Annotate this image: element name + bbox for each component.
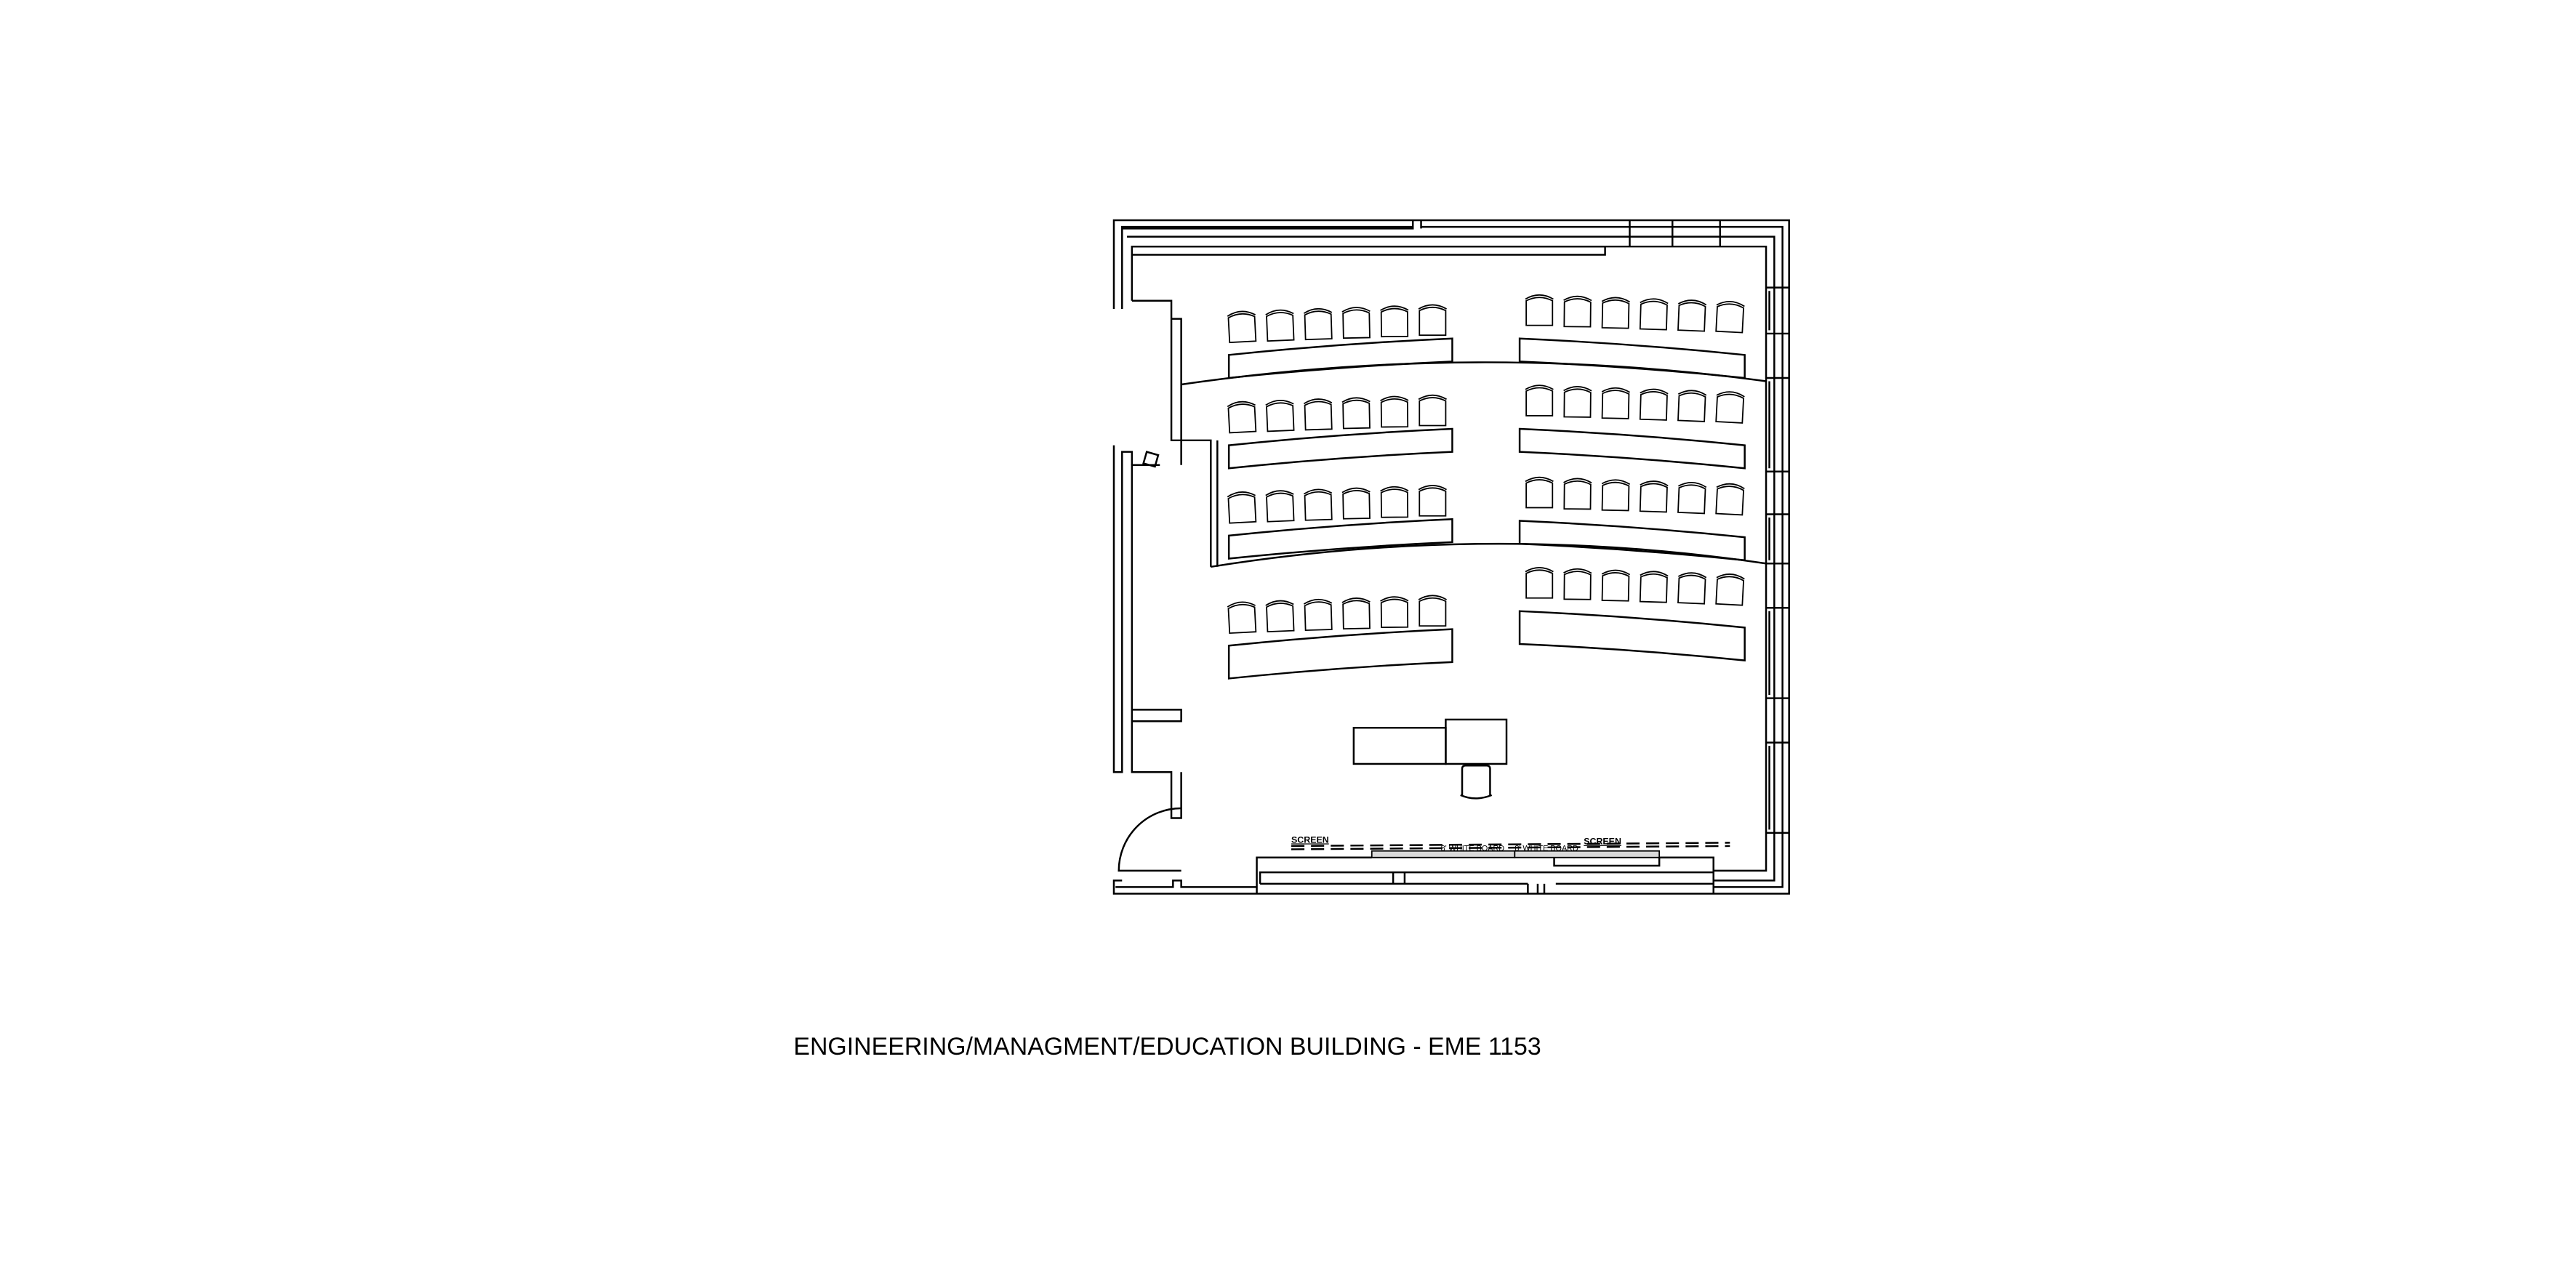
chair: [1265, 490, 1295, 523]
student-desks: [1227, 337, 1746, 680]
chair: [1563, 478, 1592, 510]
desk: [1227, 427, 1453, 470]
chair: [1715, 391, 1745, 424]
desk: [1227, 337, 1453, 379]
chair: [1341, 487, 1371, 520]
chair: [1227, 310, 1257, 344]
chair: [1418, 394, 1448, 427]
chair: [1380, 596, 1409, 629]
chair: [1601, 569, 1631, 602]
chair: [1227, 401, 1257, 434]
desk: [1518, 610, 1746, 661]
chair: [1525, 567, 1554, 599]
chair: [1601, 479, 1631, 512]
whiteboard-label-right: 8' WHITE BOARD: [1514, 845, 1578, 853]
chair: [1639, 480, 1669, 513]
desk: [1518, 520, 1746, 562]
walls: [1112, 219, 1790, 895]
desk: [1518, 337, 1746, 379]
chair: [1525, 294, 1554, 326]
chair: [1639, 571, 1669, 603]
chair: [1265, 400, 1295, 432]
instructor-podium: [1445, 718, 1508, 765]
chair: [1677, 482, 1707, 515]
chair: [1563, 568, 1592, 600]
chair: [1525, 385, 1554, 416]
chair: [1677, 299, 1707, 332]
chair: [1418, 595, 1448, 627]
instructor-desk: [1352, 726, 1447, 765]
chair: [1380, 305, 1409, 338]
chair: [1303, 307, 1333, 341]
chair: [1227, 601, 1257, 635]
chair: [1303, 598, 1333, 632]
chair: [1227, 491, 1257, 524]
chair: [1563, 386, 1592, 418]
front-wall-fixtures: SCREEN SCREEN 8' WHITE BOARD 8' WHITE BO…: [1291, 834, 1730, 858]
instructor-station: [1352, 718, 1508, 800]
chair: [1303, 398, 1333, 431]
chair: [1601, 297, 1631, 329]
desk: [1518, 427, 1746, 470]
chair: [1380, 486, 1409, 518]
chair: [1677, 572, 1707, 605]
chair: [1265, 600, 1295, 633]
chair: [1563, 295, 1592, 328]
chair: [1418, 485, 1448, 517]
desk: [1227, 628, 1453, 680]
instructor-chair: [1460, 764, 1493, 800]
chair: [1715, 483, 1745, 516]
screen-line: [1291, 842, 1730, 850]
chair: [1380, 395, 1409, 428]
chair: [1715, 573, 1745, 606]
chair: [1639, 298, 1669, 331]
whiteboard-right: [1514, 850, 1661, 858]
student-chairs: [1227, 294, 1745, 635]
chair: [1341, 307, 1371, 339]
chair: [1639, 388, 1669, 421]
plan-title: ENGINEERING/MANAGMENT/EDUCATION BUILDING…: [793, 1033, 1541, 1060]
screen-label-right: SCREEN: [1584, 837, 1621, 847]
chair: [1677, 390, 1707, 422]
chair: [1265, 309, 1295, 342]
chair: [1341, 597, 1371, 630]
chair: [1525, 476, 1554, 509]
chair: [1601, 387, 1631, 419]
chair: [1418, 304, 1448, 337]
chair: [1303, 488, 1333, 521]
chair: [1715, 301, 1745, 334]
screen-label-left: SCREEN: [1291, 834, 1329, 845]
whiteboard-label-left: 8' WHITE BOARD: [1441, 845, 1505, 853]
chair: [1341, 397, 1371, 430]
desk: [1227, 518, 1453, 560]
